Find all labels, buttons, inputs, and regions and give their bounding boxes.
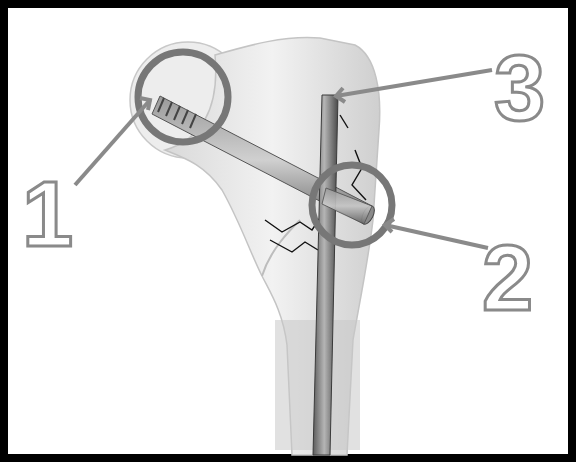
callout-number: 1 — [22, 168, 73, 260]
callout-circle — [138, 52, 228, 142]
frame — [4, 4, 572, 458]
callout-number: 3 — [494, 42, 545, 134]
leader-lines — [75, 70, 492, 248]
lag-screw-end — [322, 188, 372, 224]
callout-circle — [312, 165, 392, 245]
intramedullary-nail — [313, 95, 338, 455]
callout-number: 2 — [482, 232, 533, 324]
lag-screw — [152, 96, 377, 226]
